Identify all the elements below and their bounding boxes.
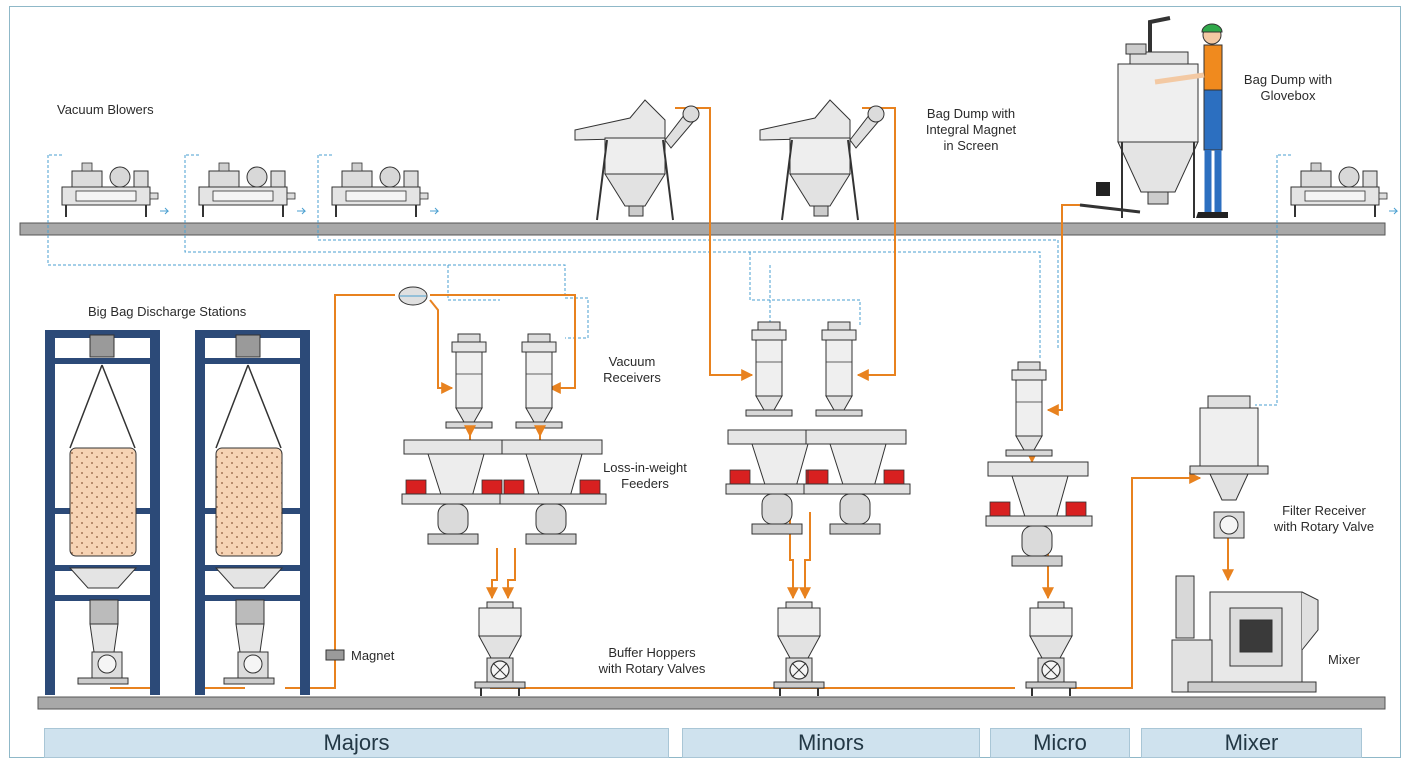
- vacuum-blower-3: [331, 162, 429, 218]
- label-vacuum-blowers: Vacuum Blowers: [57, 102, 154, 117]
- lower-floor: [37, 696, 1386, 710]
- section-mixer: Mixer: [1141, 728, 1362, 758]
- vacuum-blower-1: [61, 162, 159, 218]
- liw-feeder-4: [803, 429, 911, 535]
- liw-feeder-2: [499, 439, 607, 545]
- vacuum-receiver-5: [1005, 361, 1053, 457]
- label-bag-dump-glovebox: Bag Dump with Glovebox: [1243, 72, 1333, 103]
- upper-floor: [19, 222, 1386, 236]
- label-bag-dump-magnet: Bag Dump with Integral Magnet in Screen: [925, 106, 1017, 153]
- buffer-hopper-2: [773, 601, 825, 697]
- label-big-bag: Big Bag Discharge Stations: [88, 304, 247, 319]
- buffer-hopper-1: [474, 601, 526, 697]
- liw-feeder-5: [985, 461, 1093, 567]
- label-magnet: Magnet: [351, 648, 395, 663]
- receiver-feed-arrows: [464, 425, 546, 438]
- buffer-hopper-3: [1025, 601, 1077, 697]
- bag-dump-glovebox: [1079, 16, 1228, 218]
- section-majors: Majors: [44, 728, 669, 758]
- diverter-valve: [398, 286, 428, 306]
- bag-dump-1: [574, 99, 700, 221]
- section-micro: Micro: [990, 728, 1130, 758]
- vacuum-receiver-1: [445, 333, 493, 429]
- label-liw-feeders: Loss-in-weight Feeders: [603, 460, 687, 491]
- vacuum-receiver-3: [745, 321, 793, 417]
- label-mixer: Mixer: [1328, 652, 1360, 667]
- vacuum-blower-2: [198, 162, 296, 218]
- vacuum-receiver-2: [515, 333, 563, 429]
- big-bag-station-2: [195, 330, 310, 695]
- label-buffer-hoppers: Buffer Hoppers with Rotary Valves: [598, 645, 706, 676]
- vacuum-receiver-4: [815, 321, 863, 417]
- vacuum-blower-4: [1290, 162, 1388, 218]
- mixer-machine: [1171, 575, 1319, 693]
- blower-exhaust-arrows: [160, 207, 1399, 215]
- section-minors: Minors: [682, 728, 980, 758]
- magnet-block: [325, 649, 345, 661]
- label-filter-receiver: Filter Receiver with Rotary Valve: [1273, 503, 1375, 534]
- liw-feeder-1: [401, 439, 509, 545]
- bag-dump-2: [759, 99, 885, 221]
- filter-receiver: [1189, 395, 1269, 539]
- vacuum-lines: [47, 154, 1291, 406]
- label-vacuum-receivers: Vacuum Receivers: [603, 354, 661, 385]
- conveying-lines: [110, 107, 1234, 689]
- big-bag-station-1: [45, 330, 160, 695]
